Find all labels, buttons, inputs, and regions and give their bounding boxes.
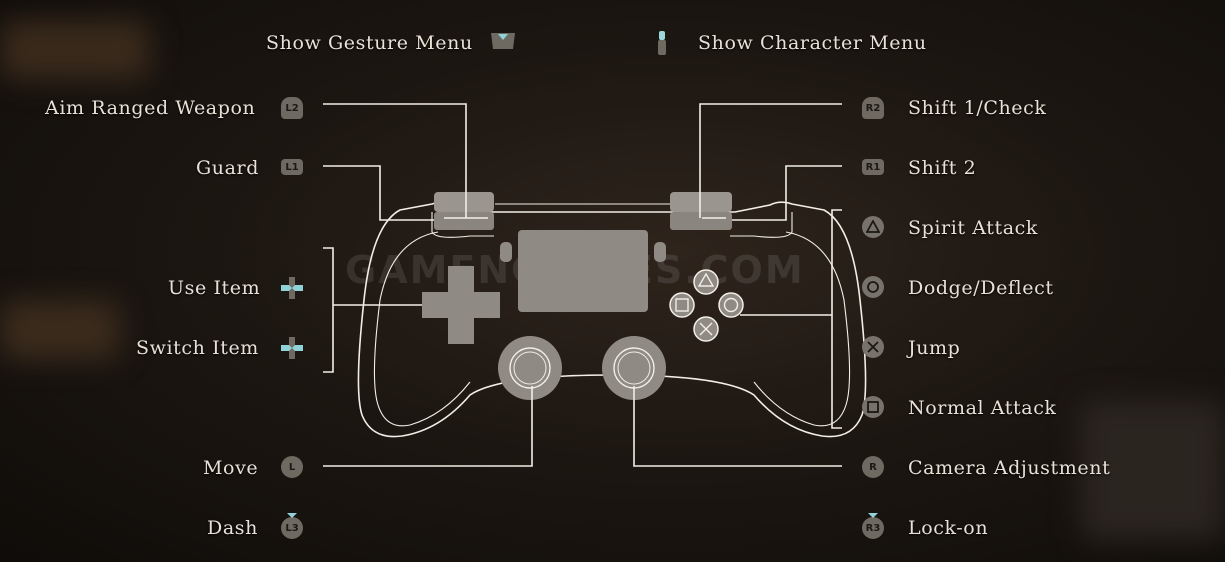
circle-button-shape [718,292,744,318]
normal-attack-label: Normal Attack [908,397,1057,419]
controller-outline [357,201,867,438]
r2-shape [670,192,732,212]
dash-label: Dash [207,517,258,539]
r1-icon: R1 [862,159,884,175]
triangle-icon [862,216,884,238]
left-stick-shape [498,336,562,400]
controller-top-edge [431,212,793,238]
shift1-connector [699,103,842,218]
square-icon [862,396,884,418]
character-menu-label: Show Character Menu [698,32,927,54]
background-panel [0,20,150,80]
guard-connector [323,165,434,221]
background-panel [1080,400,1225,540]
l1-shape [434,212,494,230]
square-button-shape [669,292,695,318]
l2-icon: L2 [281,97,303,119]
camera-adjustment-label: Camera Adjustment [908,457,1111,479]
shift2-connector [732,165,842,221]
r3-icon-label: R3 [865,522,881,534]
left-stick-icon: L [281,456,303,478]
jump-label: Jump [908,337,961,359]
aim-connector [323,103,467,218]
r1-shape [670,212,732,230]
guard-label: Guard [196,157,259,179]
switch-item-label: Switch Item [136,337,259,359]
triangle-button-shape [693,269,719,295]
gesture-menu-label: Show Gesture Menu [266,32,473,54]
share-icon [656,30,668,56]
dpad-connector [323,247,422,373]
controller-inner-outline [753,231,851,427]
background-panel [0,300,120,360]
dpad-up-down-icon [280,336,304,360]
l3-icon: L3 [281,512,303,540]
l1-icon: L1 [281,159,303,175]
use-item-label: Use Item [168,277,261,299]
move-connector [323,386,533,467]
r3-icon: R3 [862,512,884,540]
touchpad-icon [489,32,517,50]
options-button-shape [654,242,666,262]
dpad-shape [422,266,500,344]
dodge-deflect-label: Dodge/Deflect [908,277,1054,299]
circle-icon [862,276,884,298]
spirit-attack-label: Spirit Attack [908,217,1039,239]
move-label: Move [203,457,259,479]
face-connector [740,209,842,429]
shift1-label: Shift 1/Check [908,97,1047,119]
dpad-left-right-icon [280,276,304,300]
cross-icon [862,336,884,358]
camera-connector [633,386,842,467]
l3-icon-label: L3 [285,522,299,534]
lock-on-label: Lock-on [908,517,989,539]
l2-shape [434,192,494,212]
r2-icon: R2 [862,97,884,119]
aim-ranged-weapon-label: Aim Ranged Weapon [45,97,256,119]
controller-inner-outline [373,231,471,427]
shift2-label: Shift 2 [908,157,977,179]
share-button-shape [500,242,512,262]
touchpad-shape [518,230,648,312]
right-stick-icon: R [862,456,884,478]
